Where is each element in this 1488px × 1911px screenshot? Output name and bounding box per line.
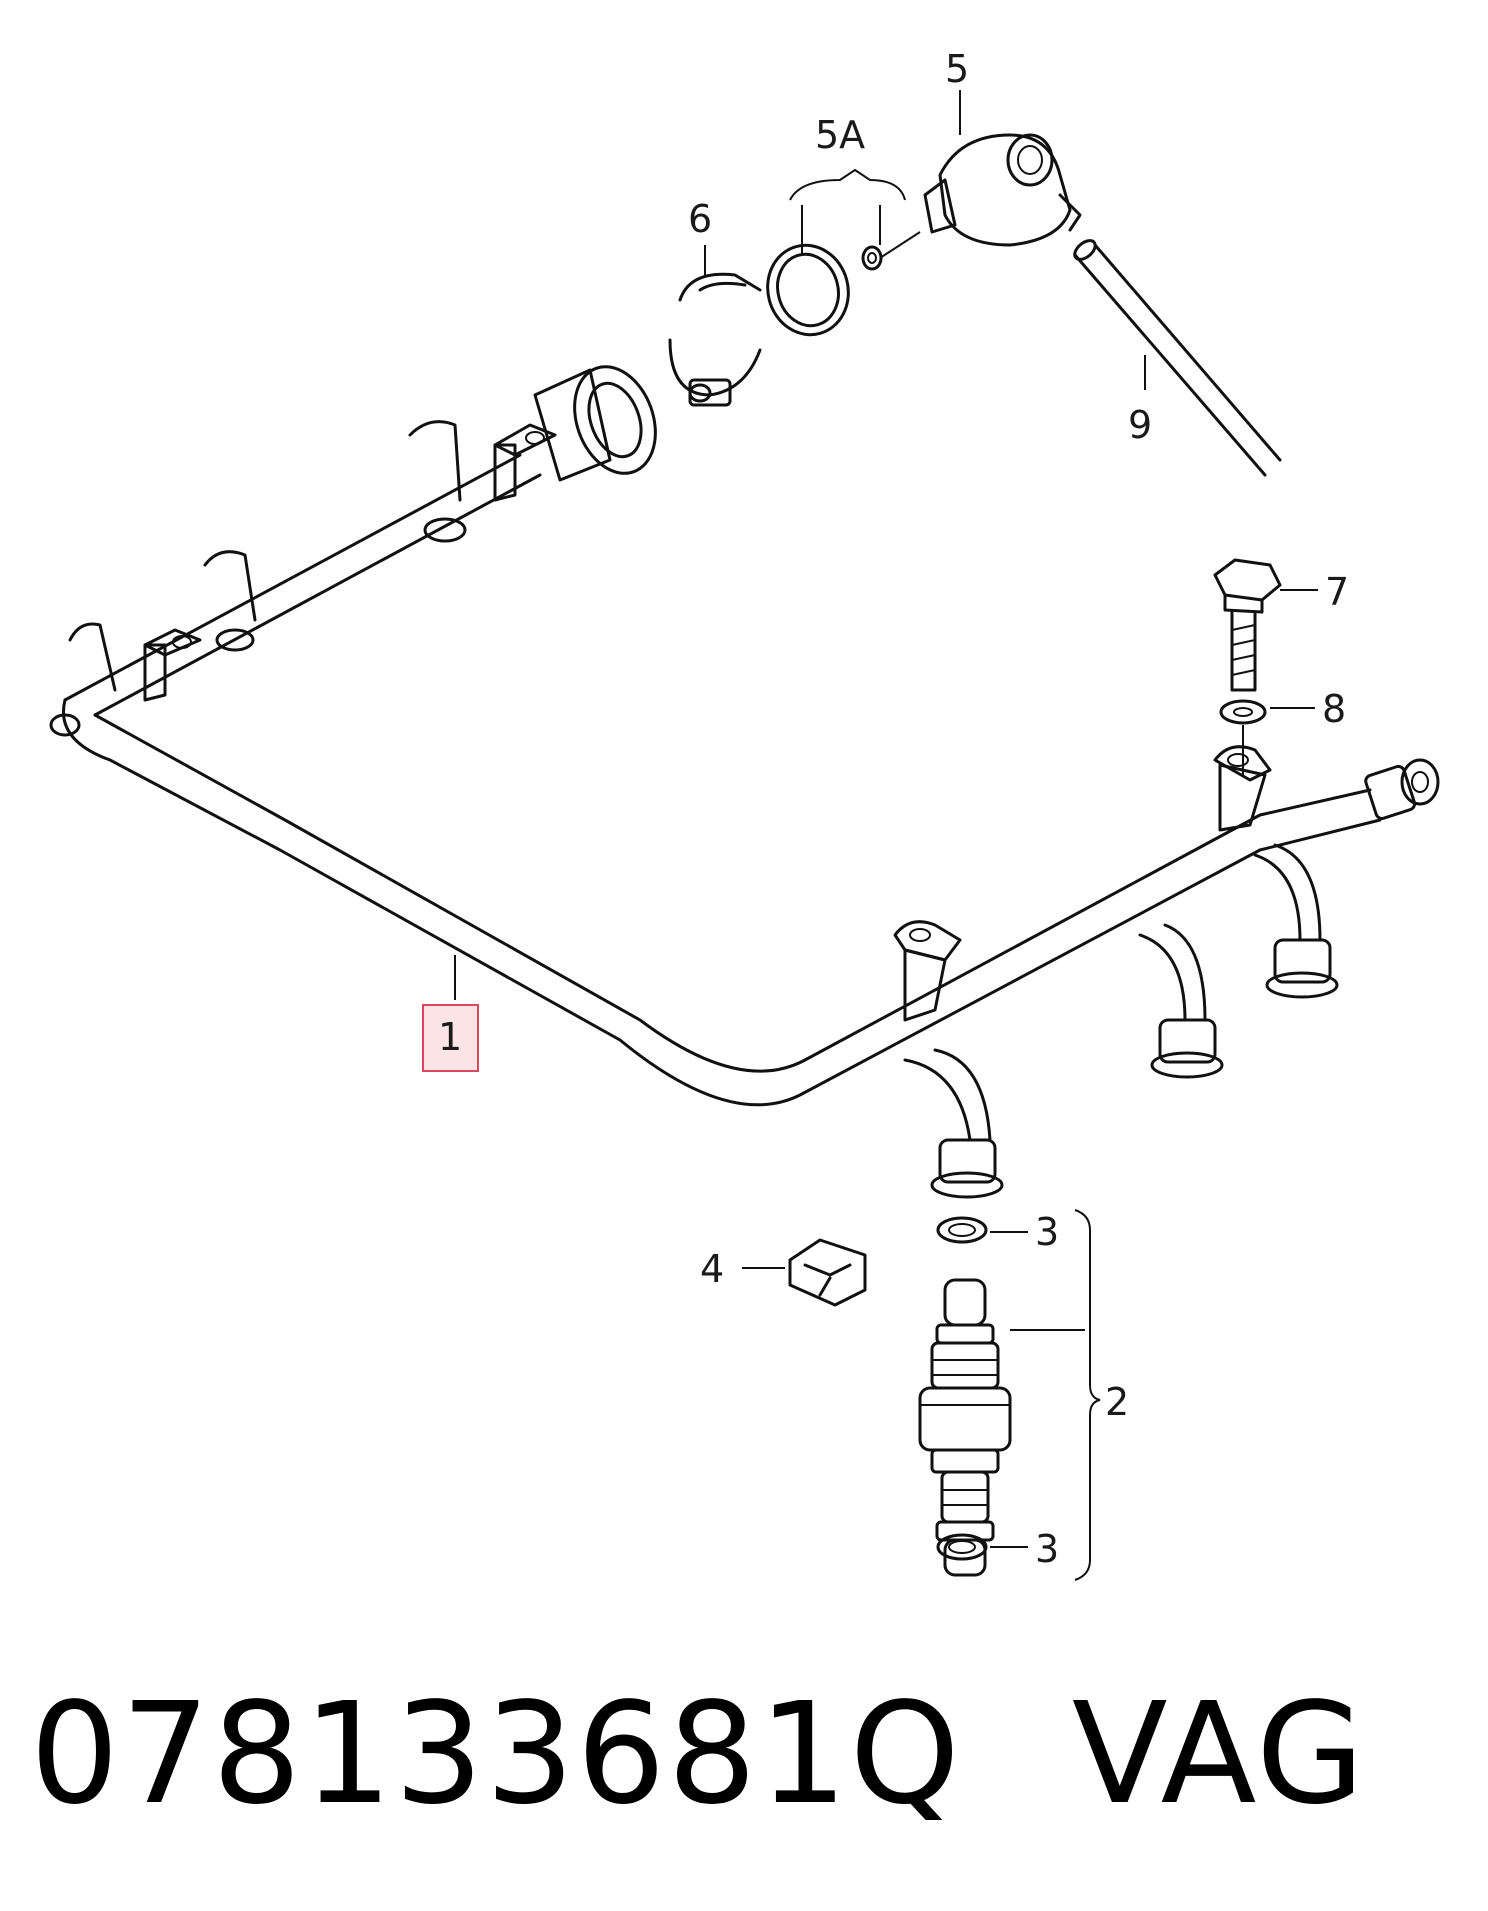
callout-4: 4 [700,1247,724,1291]
retaining-clip-part [788,1238,867,1307]
callout-1: 1 [438,1015,462,1059]
callout-5a: 5A [815,113,865,157]
callout-6: 6 [688,197,712,241]
pressure-regulator-part [923,133,1082,247]
callout-7: 7 [1325,570,1349,614]
callout-9: 9 [1128,403,1152,447]
callout-labels: 1 2 3 3 4 5 5A 6 7 8 9 [422,47,1349,1571]
callout-2: 2 [1105,1380,1129,1424]
leader-lines [454,90,1318,1581]
callout-3-lower: 3 [1035,1527,1059,1571]
bolt-part [1213,558,1282,692]
hose-clamp-part [668,272,762,407]
washer-part [1219,699,1267,725]
o-ring-upper-part [936,1216,988,1244]
seal-set-5a-part [766,243,883,337]
callout-8: 8 [1322,687,1346,731]
vacuum-hose-part [1073,239,1282,477]
brand-name: VAG [1071,1673,1367,1836]
fuel-injector-part [918,1278,1012,1577]
callout-1-highlight [422,1004,479,1072]
part-number: 078133681Q [30,1673,962,1836]
callout-3-upper: 3 [1035,1210,1059,1254]
fuel-rail-part [49,365,1440,1199]
callout-5: 5 [945,47,969,91]
o-ring-lower-part [936,1533,988,1561]
